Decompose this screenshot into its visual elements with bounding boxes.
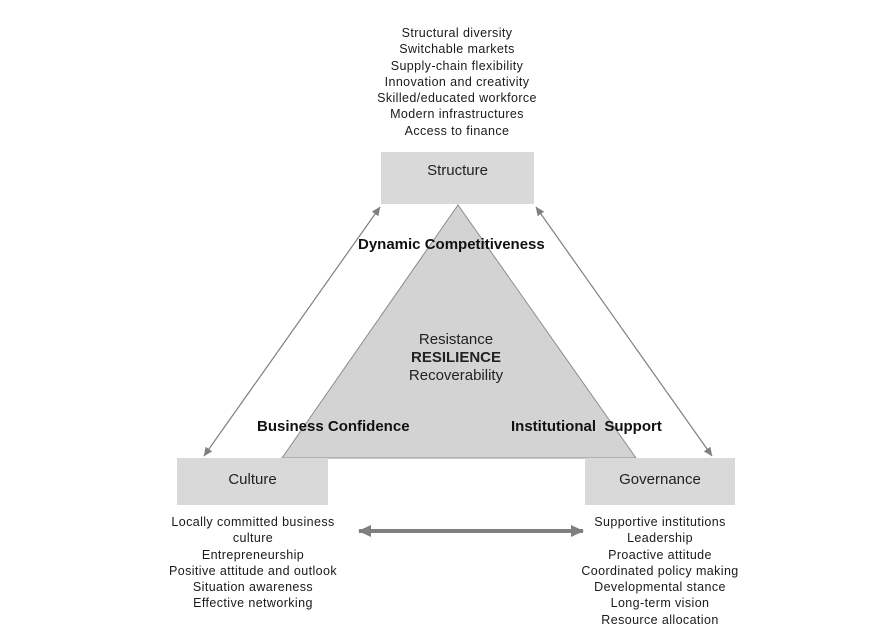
structure-factor-item: Innovation and creativity [384, 74, 530, 89]
governance-label: Governance [619, 471, 701, 488]
edge-label-dynamic-competitiveness: Dynamic Competitiveness [358, 236, 545, 253]
edge-label-institutional-support: Institutional Support [511, 418, 662, 435]
structure-factor-item: Access to finance [404, 123, 510, 138]
governance-box: Governance [585, 458, 735, 505]
center-resistance: Resistance [418, 331, 494, 348]
governance-factor-item: Supportive institutions [594, 515, 726, 529]
center-recoverability: Recoverability [408, 367, 504, 384]
culture-factor-item: Positive attitude and outlook [169, 563, 337, 578]
governance-factor-item: Resource allocation [601, 612, 719, 627]
culture-factor-item: culture [232, 531, 274, 546]
governance-factor-item: Developmental stance [594, 580, 726, 595]
structure-factor-item: Supply-chain flexibility [390, 58, 524, 73]
structure-factor-item: Modern infrastructures [390, 107, 524, 122]
culture-box: Culture [177, 458, 328, 505]
culture-factor-item: Entrepreneurship [201, 547, 305, 562]
center-resilience: RESILIENCE [410, 349, 501, 366]
governance-factor-item: Coordinated policy making [581, 563, 739, 578]
arrow-structure-governance [535, 206, 713, 457]
governance-factor-item: Leadership [627, 531, 693, 546]
governance-factor-item: Proactive attitude [608, 547, 712, 562]
structure-box: Structure [381, 152, 534, 204]
arrow-structure-culture [203, 206, 381, 457]
governance-factor-item: Long-term vision [610, 596, 710, 611]
edge-label-business-confidence: Business Confidence [257, 418, 410, 435]
structure-label: Structure [427, 161, 488, 179]
structure-factor-item: Switchable markets [399, 42, 515, 57]
resilience-center-text: Resistance RESILIENCE Recoverability [356, 331, 556, 385]
culture-factor-item: Effective networking [193, 596, 313, 611]
culture-factor-item: Situation awareness [192, 580, 314, 595]
structure-factor-item: Structural diversity [401, 26, 513, 40]
culture-label: Culture [228, 471, 277, 488]
structure-factor-item: Skilled/educated workforce [377, 91, 537, 106]
culture-factor-item: Locally committed business [171, 515, 335, 529]
